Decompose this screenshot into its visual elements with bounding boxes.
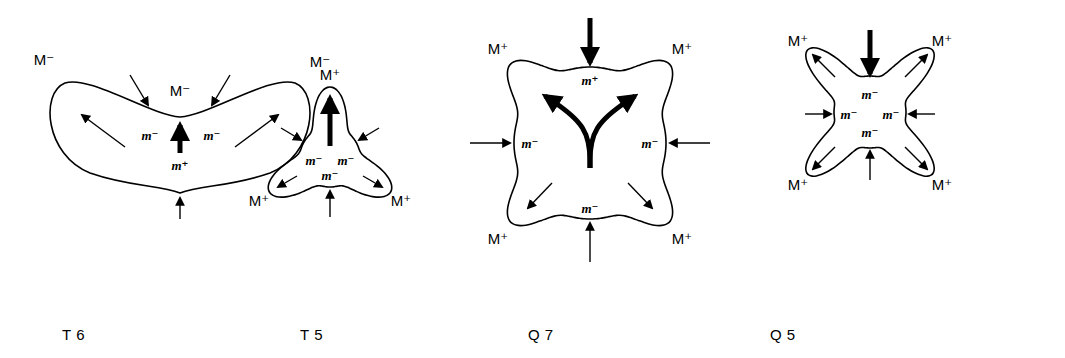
force-arrow: [813, 55, 835, 77]
force-arrow: [588, 18, 593, 63]
minor-pole-label: m⁻: [322, 169, 339, 182]
figure-caption: Q5: [770, 326, 800, 343]
minor-pole-label: m⁻: [142, 129, 159, 142]
force-arrow: [130, 75, 148, 105]
force-arrow: [909, 113, 935, 114]
major-pole-label: M⁺: [391, 193, 411, 208]
field-blob: M⁺ M⁺ M⁺ M⁺ m⁺ m⁻ m⁻ m⁻: [470, 18, 710, 263]
minor-pole-label: m⁻: [522, 137, 539, 150]
minor-pole-label: m⁻: [306, 154, 323, 167]
force-arrow: [363, 176, 382, 187]
minor-pole-label: m⁻: [338, 154, 355, 167]
major-pole-label: M⁻: [34, 52, 54, 67]
force-arrow: [82, 115, 125, 147]
blob-outline-svg: [245, 62, 415, 227]
major-pole-label: M⁺: [249, 193, 269, 208]
major-pole-label: M⁺: [788, 177, 808, 192]
major-pole-label: M⁺: [488, 41, 508, 56]
blob-outline: [507, 60, 672, 225]
force-arrow: [328, 98, 333, 146]
force-arrow: [235, 115, 278, 147]
force-arrow: [528, 183, 552, 208]
figure-caption: T5: [300, 326, 328, 343]
major-pole-label: M⁺: [932, 33, 952, 48]
minor-pole-label: m⁻: [642, 137, 659, 150]
force-arrow: [329, 191, 330, 217]
force-arrow: [868, 30, 873, 74]
force-arrow: [590, 96, 635, 168]
force-arrow: [281, 128, 301, 140]
force-arrow: [178, 125, 183, 153]
force-arrow: [905, 55, 927, 77]
minor-pole-label: m⁺: [582, 74, 599, 87]
figure-caption: T6: [62, 326, 90, 343]
figure-caption: Q7: [528, 326, 558, 343]
major-pole-label: M⁺: [320, 67, 340, 82]
force-arrow: [179, 198, 180, 219]
force-arrow: [813, 147, 835, 169]
force-arrow: [589, 223, 590, 262]
major-pole-label: M⁺: [932, 177, 952, 192]
force-arrow: [545, 96, 590, 168]
major-pole-label: M⁺: [488, 231, 508, 246]
minor-pole-label: m⁻: [883, 108, 900, 121]
force-arrow: [212, 75, 230, 105]
force-arrow: [359, 128, 379, 140]
force-arrow: [628, 183, 652, 208]
force-arrow: [869, 151, 870, 180]
force-arrow: [470, 142, 510, 143]
field-blob: M⁺ M⁺ M⁺ M⁺ m⁻ m⁻ m⁻ m⁻: [765, 12, 975, 217]
force-arrow: [278, 176, 297, 187]
minor-pole-label: m⁻: [204, 129, 221, 142]
minor-pole-label: m⁻: [841, 108, 858, 121]
minor-pole-label: m⁻: [862, 126, 879, 139]
force-arrow: [805, 113, 831, 114]
major-pole-label: M⁻: [170, 83, 190, 98]
blob-outline: [50, 82, 310, 193]
minor-pole-label: m⁺: [172, 159, 189, 172]
force-arrow: [905, 147, 927, 169]
major-pole-label: M⁺: [672, 231, 692, 246]
minor-pole-label: m⁻: [582, 202, 599, 215]
minor-pole-label: m⁻: [862, 88, 879, 101]
force-arrow: [670, 142, 710, 143]
major-pole-label: M⁺: [788, 33, 808, 48]
major-pole-label: M⁺: [672, 41, 692, 56]
blob-outline: [268, 87, 392, 197]
field-blob: M⁺ M⁺ M⁺ m⁻ m⁻ m⁻: [245, 62, 415, 227]
